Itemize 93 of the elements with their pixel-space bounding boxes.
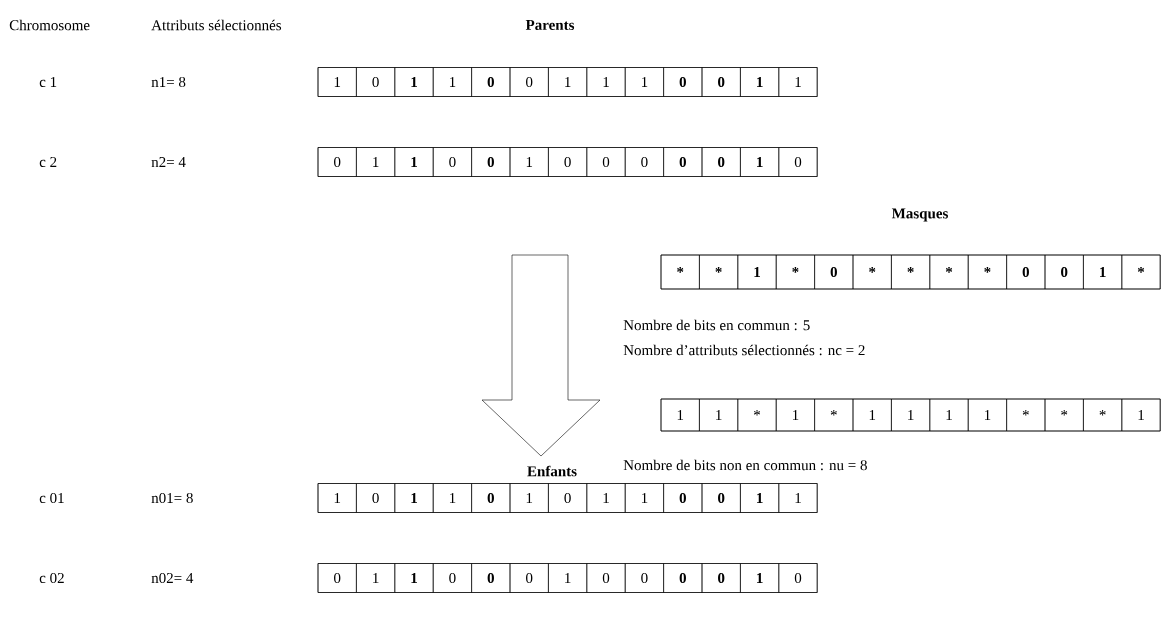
bit-cell: 1 bbox=[737, 254, 777, 290]
bit-cell: 1 bbox=[394, 67, 434, 97]
bit-cell: 1 bbox=[317, 483, 357, 513]
bit-cell: 0 bbox=[548, 147, 588, 177]
bit-cell: 0 bbox=[356, 483, 396, 513]
bit-cell: 0 bbox=[778, 563, 818, 593]
bit-cell: 1 bbox=[394, 483, 434, 513]
label: c 01 bbox=[39, 492, 64, 504]
bit-cell: 1 bbox=[660, 398, 700, 432]
bit-cell: 0 bbox=[663, 67, 703, 97]
bit-cell: * bbox=[1121, 254, 1161, 290]
bit-cell: 1 bbox=[852, 398, 892, 432]
bit-cell: 0 bbox=[1044, 254, 1084, 290]
bit-cell: 0 bbox=[624, 563, 664, 593]
bit-cell: 1 bbox=[1083, 254, 1123, 290]
bit-cell: 1 bbox=[586, 67, 626, 97]
bit-cell: * bbox=[929, 254, 969, 290]
bit-cell: 0 bbox=[432, 563, 472, 593]
bit-cell: 0 bbox=[356, 67, 396, 97]
bit-cell: 1 bbox=[509, 147, 549, 177]
bit-cell: 0 bbox=[624, 147, 664, 177]
label: n2= 4 bbox=[151, 157, 186, 167]
bit-cell: 0 bbox=[471, 67, 511, 97]
bit-cell: 1 bbox=[317, 67, 357, 97]
label: n1= 8 bbox=[151, 76, 186, 88]
bit-cell: 1 bbox=[356, 563, 396, 593]
label: c 2 bbox=[39, 156, 57, 168]
bit-cell: 0 bbox=[471, 563, 511, 593]
bit-cell: 1 bbox=[432, 483, 472, 513]
bit-cell: 1 bbox=[740, 483, 780, 513]
bit-cell: * bbox=[814, 398, 854, 432]
label: Nombre d’attributs sélectionnés : nc = 2 bbox=[623, 344, 865, 356]
bit-cell: * bbox=[1083, 398, 1123, 432]
bit-cell: * bbox=[699, 254, 739, 290]
bit-cell: 0 bbox=[778, 147, 818, 177]
label: Nombre de bits non en commun : nu = 8 bbox=[623, 459, 867, 471]
bit-cell: 1 bbox=[548, 67, 588, 97]
bit-cell: 1 bbox=[432, 67, 472, 97]
bit-cell: 1 bbox=[509, 483, 549, 513]
bit-cell: 1 bbox=[586, 483, 626, 513]
bit-cell: 0 bbox=[471, 483, 511, 513]
label: Nombre de bits en commun : 5 bbox=[623, 319, 810, 331]
bit-cell: 0 bbox=[701, 147, 741, 177]
bit-cell: 0 bbox=[663, 147, 703, 177]
bit-cell: 0 bbox=[701, 67, 741, 97]
bit-cell: 0 bbox=[586, 563, 626, 593]
bit-cell: * bbox=[660, 254, 700, 290]
bit-cell: 1 bbox=[1121, 398, 1161, 432]
bit-cell: 0 bbox=[509, 67, 549, 97]
bit-cell: 0 bbox=[548, 483, 588, 513]
bit-cell: 0 bbox=[317, 563, 357, 593]
label: n02= 4 bbox=[151, 572, 194, 584]
bit-cell: 1 bbox=[740, 563, 780, 593]
bit-cell: 1 bbox=[740, 147, 780, 177]
bit-cell: 0 bbox=[701, 563, 741, 593]
bit-cell: * bbox=[967, 254, 1007, 290]
bit-cell: 0 bbox=[317, 147, 357, 177]
bit-cell: 0 bbox=[432, 147, 472, 177]
bit-cell: 1 bbox=[740, 67, 780, 97]
bit-cell: 1 bbox=[624, 67, 664, 97]
bit-cell: * bbox=[852, 254, 892, 290]
bit-cell: 1 bbox=[775, 398, 815, 432]
bit-cell: 0 bbox=[509, 563, 549, 593]
label: Chromosome bbox=[9, 19, 90, 31]
bit-cell: 0 bbox=[663, 483, 703, 513]
bit-cell: * bbox=[1006, 398, 1046, 432]
label: c 02 bbox=[39, 572, 64, 584]
bit-cell: 1 bbox=[394, 563, 434, 593]
label: Attributs sélectionnés bbox=[151, 19, 282, 31]
bit-cell: 1 bbox=[548, 563, 588, 593]
bit-cell: 0 bbox=[586, 147, 626, 177]
bit-cell: 1 bbox=[778, 67, 818, 97]
bit-cell: 1 bbox=[624, 483, 664, 513]
heading: Parents bbox=[525, 20, 575, 30]
bit-cell: 0 bbox=[471, 147, 511, 177]
bit-cell: 0 bbox=[663, 563, 703, 593]
bit-cell: 0 bbox=[814, 254, 854, 290]
bit-cell: 1 bbox=[929, 398, 969, 432]
bit-cell: 1 bbox=[394, 147, 434, 177]
bit-cell: 0 bbox=[701, 483, 741, 513]
bit-cell: 0 bbox=[1006, 254, 1046, 290]
bit-cell: 1 bbox=[356, 147, 396, 177]
bit-cell: * bbox=[891, 254, 931, 290]
bit-cell: * bbox=[737, 398, 777, 432]
label: c 1 bbox=[39, 77, 57, 87]
label: n01= 8 bbox=[151, 492, 193, 504]
bit-cell: 1 bbox=[891, 398, 931, 432]
bit-cell: 1 bbox=[699, 398, 739, 432]
bit-cell: * bbox=[1044, 398, 1084, 432]
bit-cell: 1 bbox=[967, 398, 1007, 432]
bit-cell: * bbox=[775, 254, 815, 290]
bit-cell: 1 bbox=[778, 483, 818, 513]
heading: Masques bbox=[891, 208, 948, 222]
